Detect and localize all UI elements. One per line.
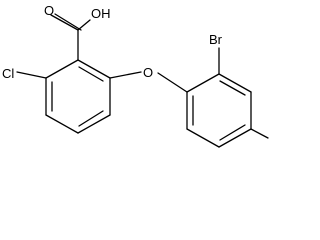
aromatic-inner-bond [78, 110, 104, 127]
bond [109, 71, 142, 79]
bond [45, 114, 79, 134]
aromatic-inner-bond [219, 124, 246, 141]
carbonyl-oxygen-label: O [44, 3, 54, 18]
bond [77, 59, 111, 79]
bond [218, 128, 252, 148]
bond [157, 72, 188, 93]
structure-diagram: OH O Cl O Br [2, 3, 269, 148]
bond [45, 59, 79, 79]
bond [186, 73, 220, 93]
methyl-bond [250, 128, 269, 139]
aromatic-inner-bond [78, 66, 104, 82]
bond-lines [16, 13, 269, 148]
hydroxyl-label: OH [91, 6, 111, 21]
bond [50, 14, 79, 31]
ether-oxygen-label: O [143, 65, 153, 80]
bond [186, 128, 220, 148]
carbonyl-double-bond [54, 13, 82, 31]
bond [16, 71, 47, 79]
bond [77, 19, 91, 31]
chlorine-label: Cl [2, 66, 14, 81]
bond [77, 114, 111, 134]
aromatic-inner-bond [219, 80, 246, 96]
atom-labels: OH O Cl O Br [2, 3, 223, 81]
bond [218, 73, 252, 93]
bromine-label: Br [209, 32, 223, 47]
